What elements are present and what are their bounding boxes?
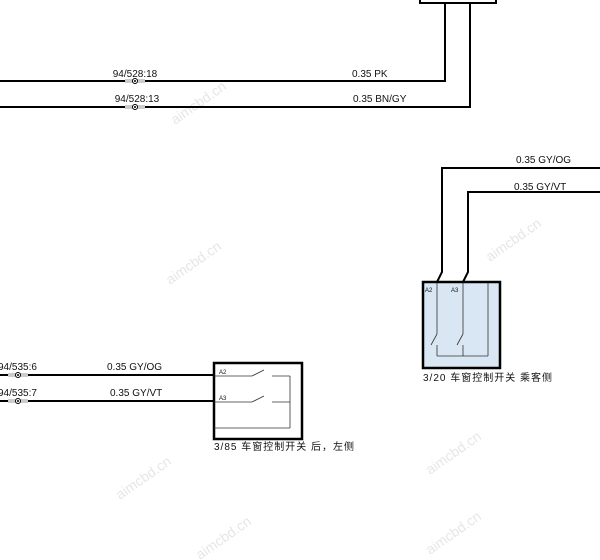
wire-label: 0.35 GY/VT xyxy=(514,182,566,193)
connector-label: 94/535:6 xyxy=(0,362,37,373)
watermark: aimcbd.cn xyxy=(483,215,544,265)
pin-a3: A3 xyxy=(451,288,459,294)
wire-label: 0.35 PK xyxy=(352,69,388,80)
connector-label: 94/535:7 xyxy=(0,388,37,399)
watermark: aimcbd.cn xyxy=(423,428,484,478)
rear-left-window-switch: A2 A3 3/85 车窗控制开关 后，左侧 xyxy=(212,361,355,453)
wire-label: 0.35 GY/OG xyxy=(516,155,571,166)
wire-bngy: 94/528:13 0.35 BN/GY xyxy=(0,3,471,110)
pin-a3: A3 xyxy=(219,396,227,402)
connector-label: 94/528:18 xyxy=(113,69,158,80)
wire-right-gyog: 0.35 GY/OG xyxy=(436,155,600,283)
watermark: aimcbd.cn xyxy=(113,453,174,503)
wire-right-gyvt: 0.35 GY/VT xyxy=(462,182,600,283)
pin-a2: A2 xyxy=(425,288,433,294)
wire-label: 0.35 GY/OG xyxy=(107,362,162,373)
watermark: aimcbd.cn xyxy=(168,78,229,128)
wire-left-gyog: 94/535:6 0.35 GY/OG xyxy=(0,362,214,378)
watermark: aimcbd.cn xyxy=(163,238,224,288)
component-label: 3/20 车窗控制开关 乘客侧 xyxy=(423,371,553,384)
wire-label: 0.35 BN/GY xyxy=(353,94,407,105)
wire-label: 0.35 GY/VT xyxy=(110,388,162,399)
passenger-window-switch: A2 A3 3/20 车窗控制开关 乘客侧 xyxy=(421,280,553,384)
pin-a2: A2 xyxy=(219,370,227,376)
watermark: aimcbd.cn xyxy=(423,508,484,558)
component-label: 3/85 车窗控制开关 后，左侧 xyxy=(214,440,355,453)
watermark: aimcbd.cn xyxy=(193,513,254,560)
top-component-box xyxy=(419,0,497,4)
wire-pk: 94/528:18 0.35 PK xyxy=(0,3,446,84)
switch-box xyxy=(421,280,502,370)
connector-label: 94/528:13 xyxy=(115,94,160,105)
wire-left-gyvt: 94/535:7 0.35 GY/VT xyxy=(0,388,214,404)
